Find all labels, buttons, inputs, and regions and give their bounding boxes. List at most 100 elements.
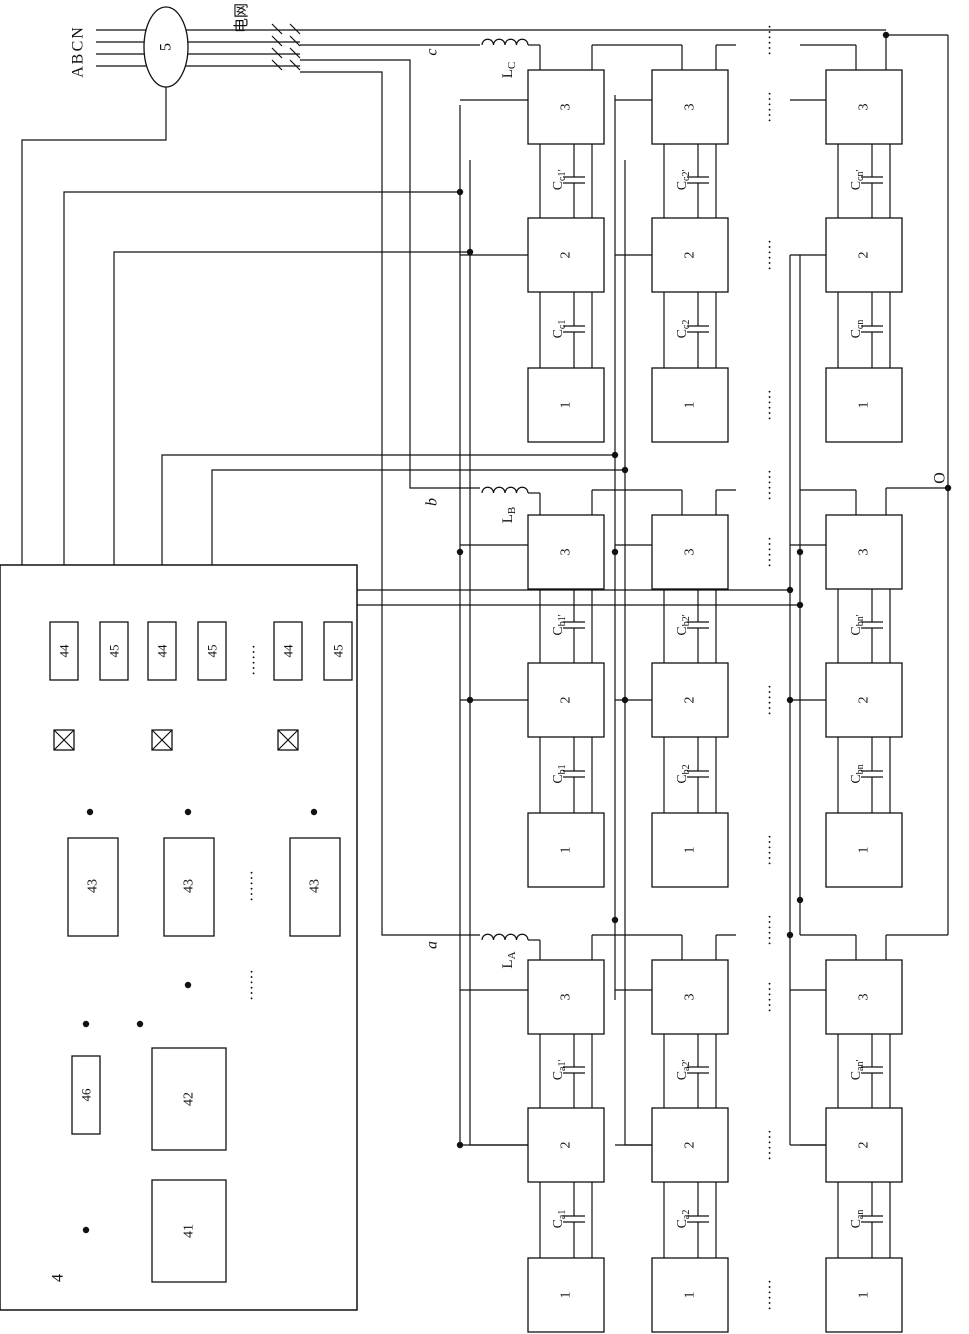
- capacitor-label: Cbn: [849, 764, 866, 783]
- capacitor-label: Cc2': [675, 170, 692, 191]
- module-2-label: 2: [683, 252, 698, 259]
- node-o-label: O: [932, 472, 949, 484]
- junction-dot: [457, 1142, 463, 1148]
- junction-dot: [467, 249, 473, 255]
- inductor-lb-coil: [482, 487, 528, 493]
- switch-contact: [290, 24, 300, 34]
- module-3-label: 3: [559, 549, 574, 556]
- module-1-label: 1: [857, 402, 872, 409]
- junction-dot: [612, 549, 618, 555]
- junction-dot: [787, 697, 793, 703]
- ellipsis: ……: [242, 644, 259, 676]
- junction-dot: [797, 897, 803, 903]
- junction-dot: [787, 932, 793, 938]
- capacitor-label: Cbn': [849, 614, 866, 635]
- module-3-label: 3: [857, 994, 872, 1001]
- module-1-label: 1: [857, 1292, 872, 1299]
- capacitor-label: Ca2: [675, 1210, 692, 1229]
- module-2-label: 2: [559, 252, 574, 259]
- block-43-label: 43: [86, 879, 101, 893]
- phase-b-feed: [300, 60, 480, 488]
- junction-dot: [457, 189, 463, 195]
- capacitor-label: Cb2': [675, 614, 692, 635]
- ellipsis: ……: [240, 870, 257, 902]
- capacitor-label: Cc2: [675, 320, 692, 339]
- phase-label-c: C: [70, 41, 87, 52]
- ellipsis: ……: [758, 981, 775, 1013]
- capacitor-label: Ca1: [551, 1210, 568, 1229]
- junction-dot: [457, 549, 463, 555]
- inductor-lc: [482, 39, 528, 45]
- ellipsis: ……: [758, 389, 775, 421]
- module-2-label: 2: [857, 252, 872, 259]
- module-1-label: 1: [683, 1292, 698, 1299]
- module-1-label: 1: [559, 847, 574, 854]
- module-1-label: 1: [683, 847, 698, 854]
- phase-label-b: B: [70, 54, 87, 65]
- ellipsis: ……: [758, 834, 775, 866]
- switch-contact: [290, 48, 300, 58]
- inductor-la: [482, 934, 528, 940]
- module-1-label: 1: [559, 1292, 574, 1299]
- block-44-label: 44: [57, 644, 72, 658]
- junction-dot: [797, 602, 803, 608]
- block-42-label: 42: [182, 1092, 197, 1106]
- block-44-label: 44: [155, 644, 170, 658]
- junction-dot: [83, 1227, 89, 1233]
- ellipsis: ……: [758, 469, 775, 501]
- phase-label-a: A: [70, 66, 87, 78]
- inductor-la-label: LA: [500, 951, 518, 968]
- ellipsis: ……: [758, 914, 775, 946]
- grid-transformer-label: 5: [158, 43, 175, 51]
- capacitor-label: Cb2: [675, 764, 692, 783]
- switch-contact: [272, 60, 282, 70]
- inductor-la-coil: [482, 934, 528, 940]
- inductor-lc-label: LC: [500, 62, 518, 79]
- junction-dot: [612, 917, 618, 923]
- capacitor-label: Cc1': [551, 170, 568, 191]
- capacitor-label: Ca2': [675, 1060, 692, 1081]
- block-41-label: 41: [182, 1224, 197, 1238]
- junction-dot: [467, 697, 473, 703]
- module-1-label: 1: [683, 402, 698, 409]
- junction-dot: [137, 1021, 143, 1027]
- node-a-label: a: [424, 941, 441, 949]
- inductor-lb-label: LB: [500, 507, 518, 524]
- ellipsis: ……: [758, 239, 775, 271]
- phase-label-n: N: [70, 27, 87, 39]
- junction-dot: [797, 549, 803, 555]
- block-46-label: 46: [79, 1088, 94, 1102]
- module-2-label: 2: [559, 1142, 574, 1149]
- ellipsis: ……: [758, 91, 775, 123]
- switch-contact: [290, 60, 300, 70]
- module-2-label: 2: [683, 1142, 698, 1149]
- module-2-label: 2: [857, 697, 872, 704]
- grid-label: 电网: [233, 3, 250, 33]
- module-3-label: 3: [559, 104, 574, 111]
- capacitor-label: Cb1: [551, 764, 568, 783]
- block-43-label: 43: [182, 879, 197, 893]
- junction-dot: [883, 32, 889, 38]
- capacitor-label: Ccn: [849, 320, 866, 339]
- junction-dot: [87, 809, 93, 815]
- module-1-label: 1: [857, 847, 872, 854]
- drive-line: [338, 605, 800, 622]
- ellipsis: ……: [240, 969, 257, 1001]
- ellipsis: ……: [758, 1129, 775, 1161]
- junction-dot: [185, 809, 191, 815]
- ellipsis: ……: [758, 536, 775, 568]
- capacitor-label: Cb1': [551, 614, 568, 635]
- block-45-label: 45: [205, 645, 220, 658]
- drive-line: [288, 590, 790, 622]
- module-3-label: 3: [683, 549, 698, 556]
- node-c-label: c: [424, 48, 441, 55]
- junction-dot: [311, 809, 317, 815]
- junction-dot: [612, 452, 618, 458]
- module-2-label: 2: [559, 697, 574, 704]
- module-3-label: 3: [683, 104, 698, 111]
- module-2-label: 2: [683, 697, 698, 704]
- junction-dot: [787, 587, 793, 593]
- drive-line: [64, 192, 460, 622]
- capacitor-label: Ca1': [551, 1060, 568, 1081]
